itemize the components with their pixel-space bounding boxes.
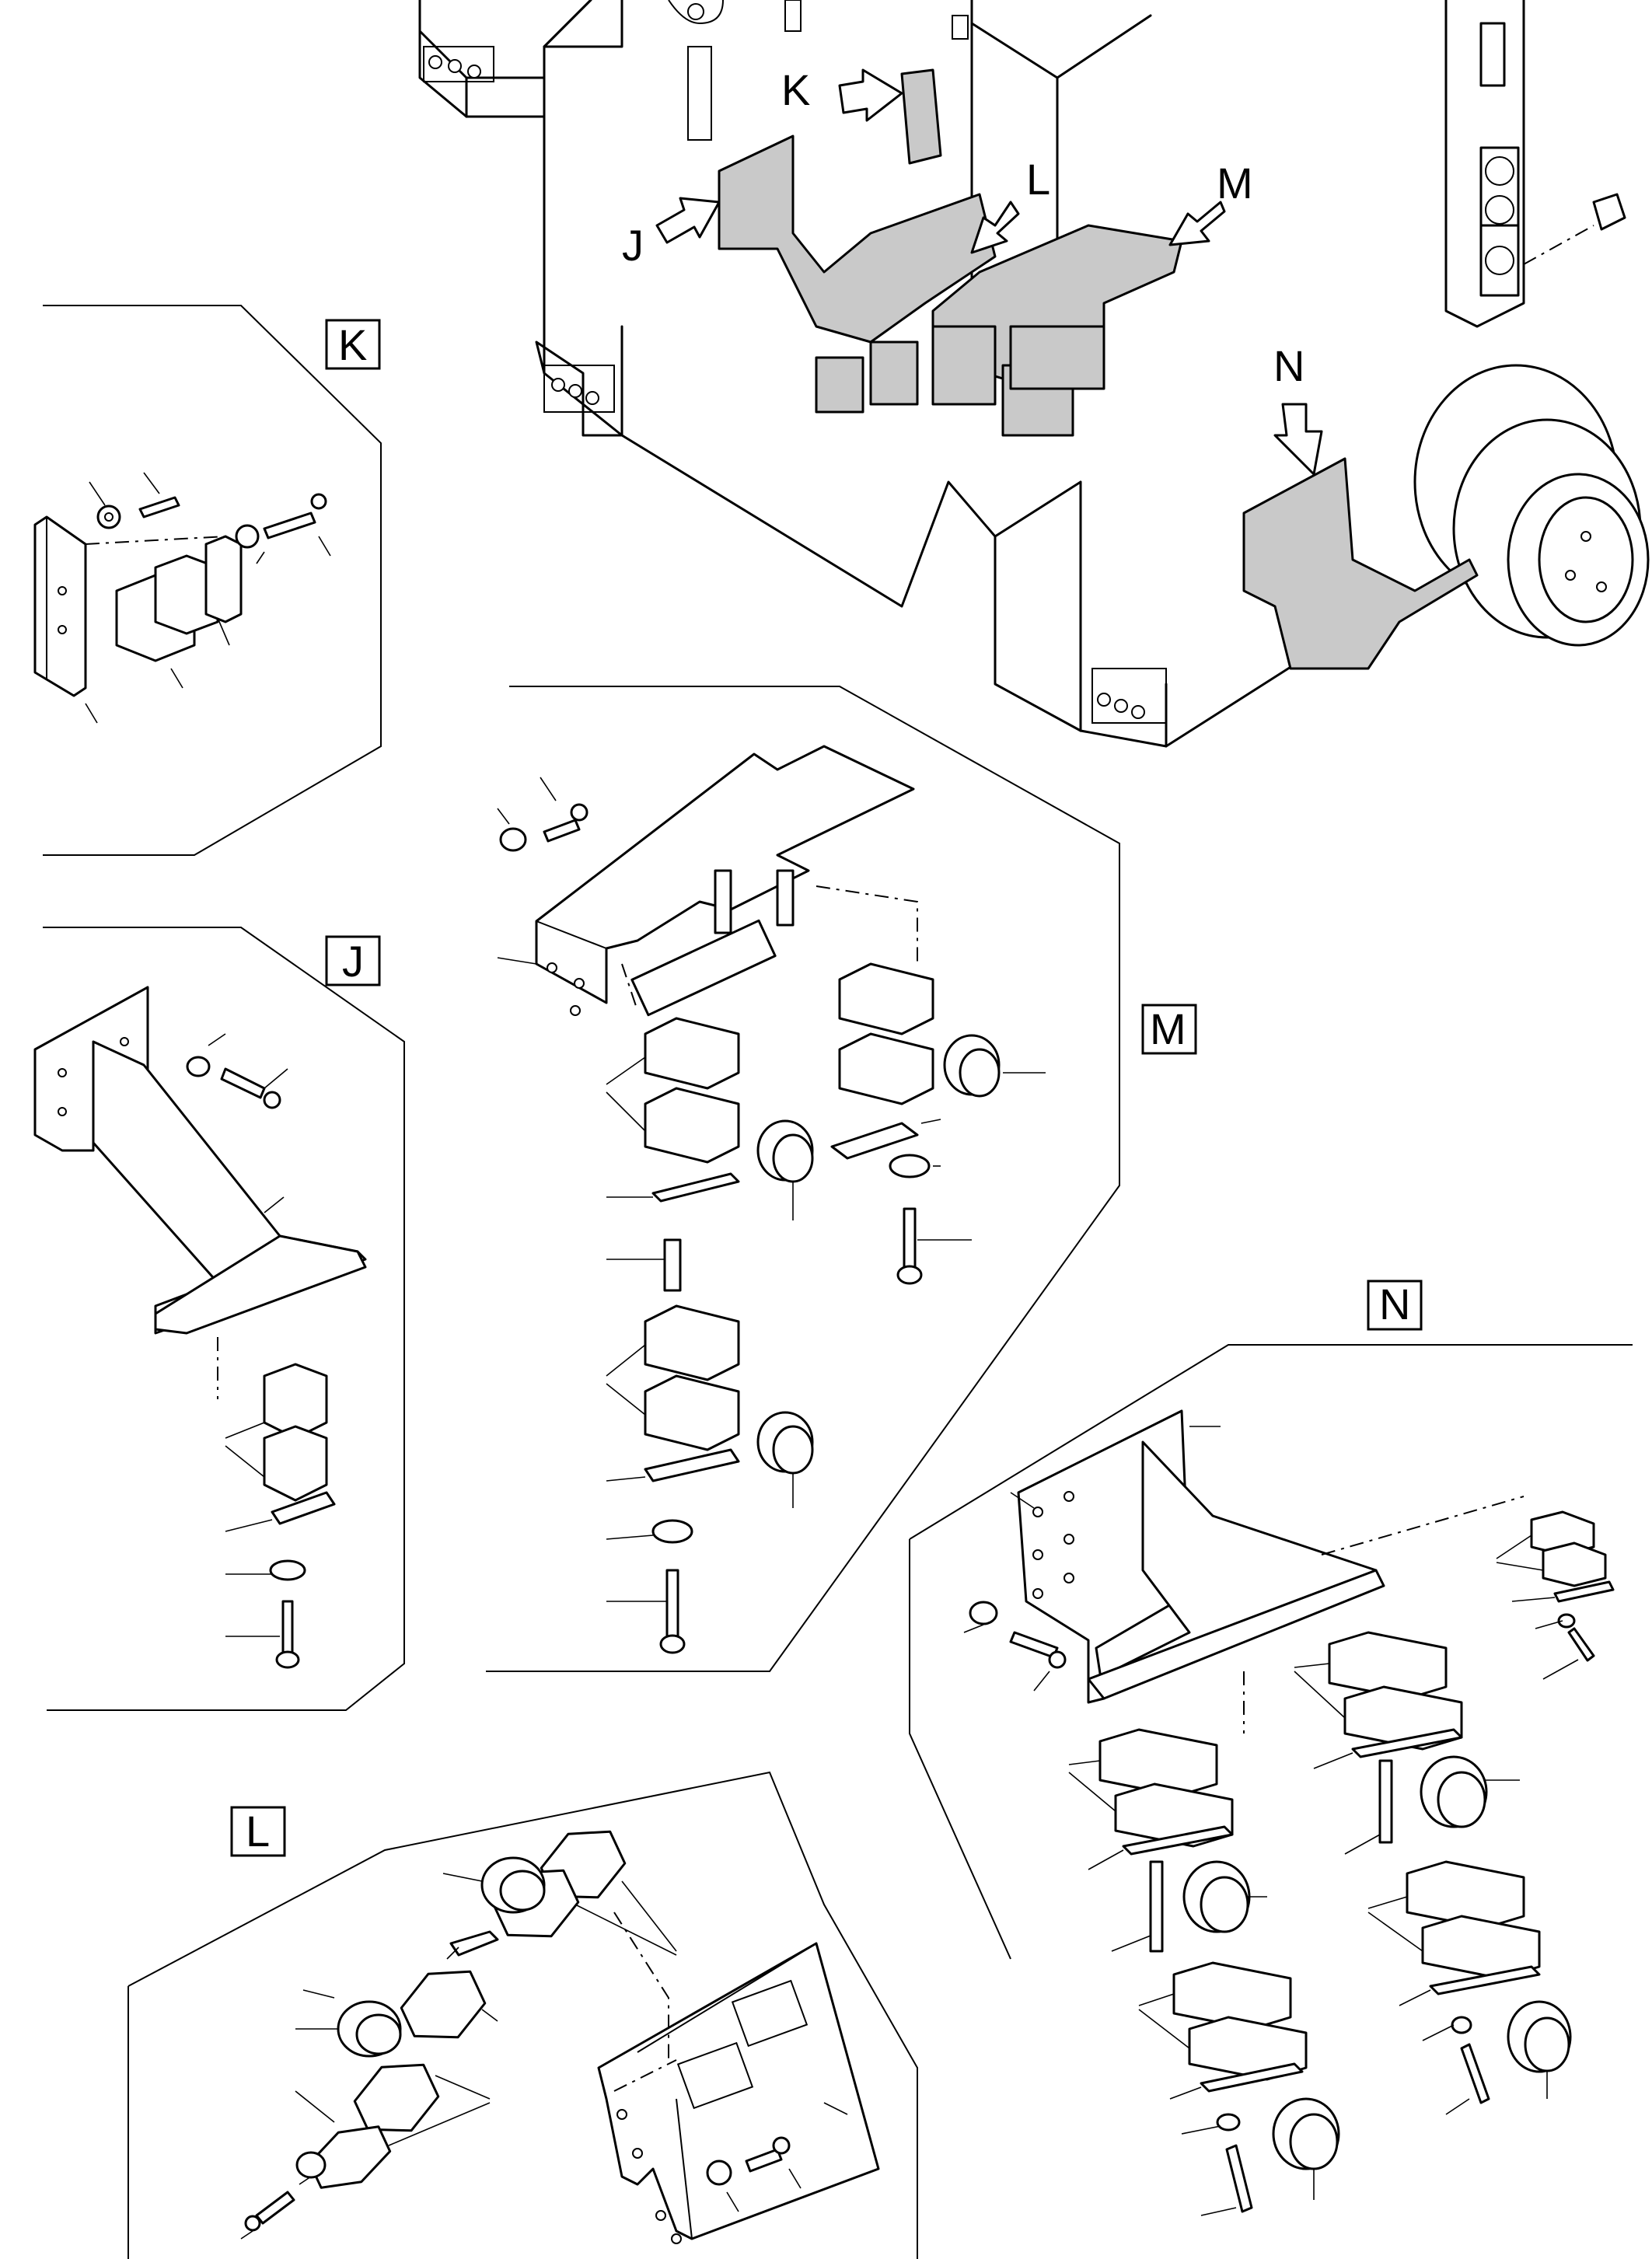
detail-view-k: K [33, 305, 382, 856]
callout-label-n: N [1273, 341, 1304, 390]
detail-l-label: L [246, 1807, 270, 1856]
detail-n-label: N [1379, 1280, 1410, 1329]
callout-arrow-m [1168, 201, 1226, 246]
detail-view-n: N [909, 1280, 1633, 2216]
detail-k-label-box [325, 319, 381, 370]
detail-view-m: M [486, 686, 1197, 1672]
callout-arrow-l [970, 201, 1020, 254]
detail-k-label: K [338, 320, 367, 369]
callout-label-m: M [1217, 159, 1253, 208]
callout-label-j: J [622, 221, 644, 270]
detail-view-l: L [127, 1771, 918, 2259]
callout-arrow-k [838, 68, 903, 122]
callout-label-l: L [1026, 155, 1050, 204]
drive-hub [1413, 364, 1650, 647]
detail-m-label: M [1150, 1004, 1186, 1053]
callout-arrow-j [655, 197, 721, 244]
detail-j-label: J [342, 937, 364, 986]
detail-m-label-box [1141, 1004, 1197, 1055]
overview-assembly: K L J M N [418, 0, 1650, 748]
callout-arrow-n [1273, 403, 1323, 476]
detail-view-j: J [33, 927, 405, 1711]
callout-label-k: K [781, 65, 810, 114]
detail-j-label-box [325, 935, 381, 986]
detail-l-label-box [230, 1806, 286, 1857]
detail-n-label-box [1367, 1280, 1423, 1331]
